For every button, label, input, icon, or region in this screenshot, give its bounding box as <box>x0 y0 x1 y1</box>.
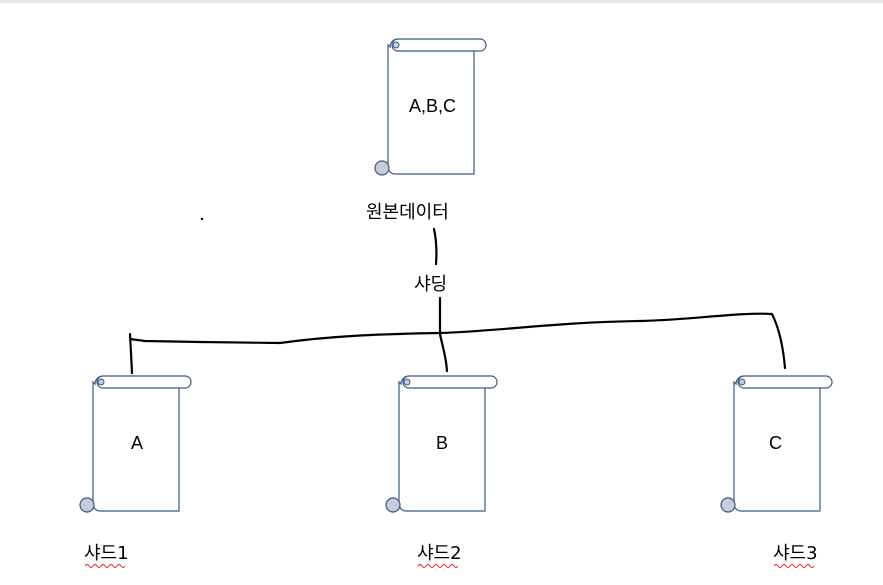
top-border <box>0 0 883 3</box>
shard2-content: B <box>436 433 449 453</box>
sharding-label: 샤딩 <box>414 274 448 295</box>
shard1-label: 샤드1 <box>84 543 129 564</box>
source-scroll-shape <box>374 38 487 176</box>
connector-source-to-sharding <box>432 227 438 266</box>
source-content: A,B,C <box>409 96 457 116</box>
shard3-content: C <box>769 433 782 453</box>
shard2-scroll-shape <box>385 375 498 513</box>
connector-horizontal <box>128 312 774 345</box>
shard3-label: 샤드3 <box>773 543 818 564</box>
shard2-label: 샤드2 <box>417 543 462 564</box>
shard1-scroll-shape <box>79 375 192 513</box>
shard3-scroll-shape <box>720 375 833 513</box>
spellcheck-squiggle-shard3 <box>774 564 814 568</box>
stray-dot <box>200 217 204 221</box>
spellcheck-squiggle-shard1 <box>85 564 125 568</box>
spellcheck-squiggle-shard2 <box>418 564 458 568</box>
shard1-content: A <box>131 433 144 453</box>
connector-to-shard1 <box>128 332 134 375</box>
connector-to-shard3 <box>770 312 787 370</box>
connector-to-shard2 <box>438 296 449 373</box>
source-label: 원본데이터 <box>366 202 449 223</box>
